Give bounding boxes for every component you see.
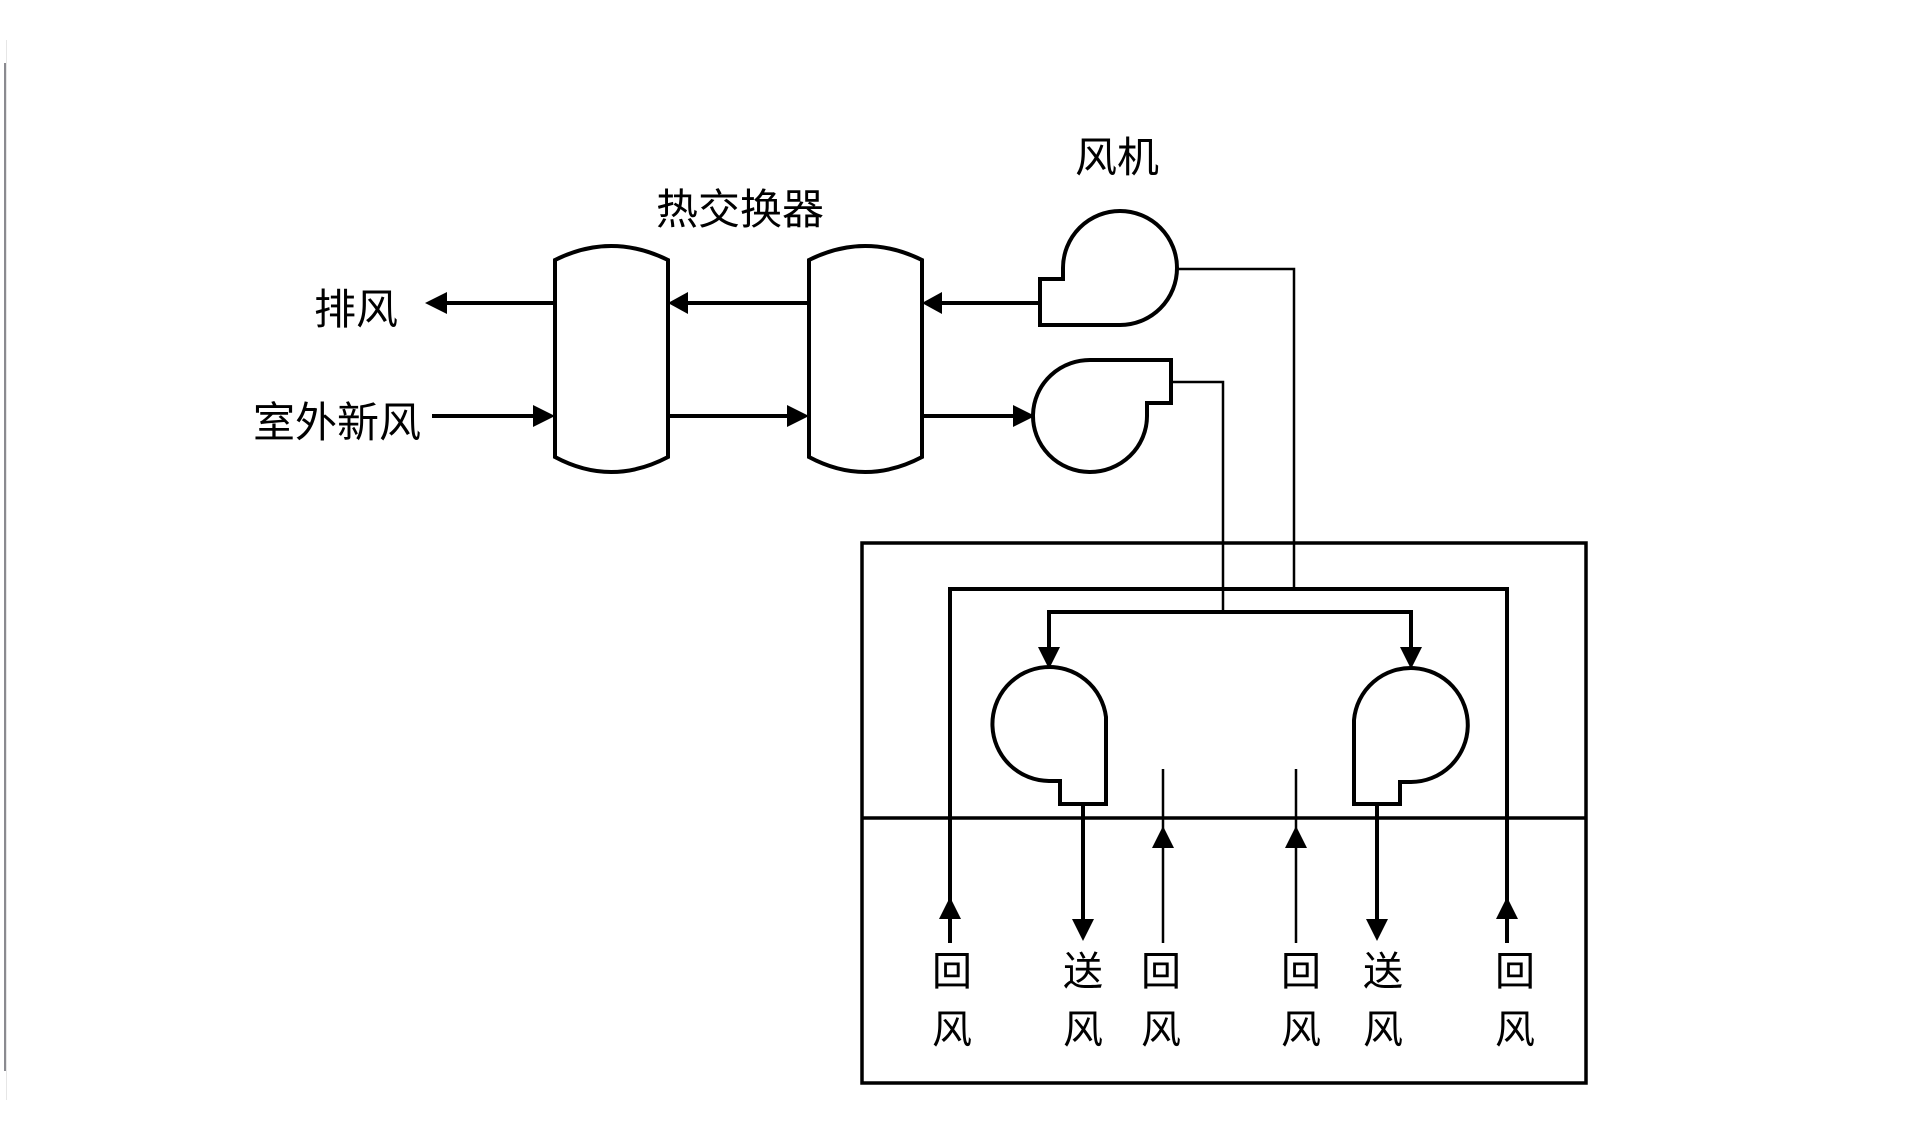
port-label-top: 回 <box>932 949 972 995</box>
page-edge-line <box>4 63 6 1071</box>
port-label: 送 风 <box>1063 949 1103 1053</box>
supply-fan-icon <box>1031 357 1173 474</box>
port-label: 回 风 <box>1141 949 1181 1053</box>
port-label-bottom: 风 <box>1141 1007 1181 1053</box>
arrow-left-icon <box>922 292 942 314</box>
return-air-loop <box>948 587 1509 943</box>
port-label-bottom: 风 <box>1363 1007 1403 1053</box>
arrow-down-icon <box>1400 647 1422 669</box>
port-label: 回 风 <box>1495 949 1535 1053</box>
port-label-bottom: 风 <box>1063 1007 1103 1053</box>
fan-label: 风机 <box>1075 133 1159 182</box>
arrow-left-icon <box>425 292 447 314</box>
exhaust-air-label: 排风 <box>314 285 398 334</box>
port-label-bottom: 风 <box>932 1007 972 1053</box>
exhaust-flow <box>425 292 1040 314</box>
arrow-up-icon <box>1496 897 1518 919</box>
port-label-top: 回 <box>1141 949 1181 995</box>
arrow-down-icon <box>1366 919 1388 941</box>
outdoor-fresh-air-label: 室外新风 <box>253 398 421 447</box>
supply-air-duct <box>1171 380 1225 612</box>
port-label-top: 回 <box>1495 949 1535 995</box>
heat-exchanger-label: 热交换器 <box>656 185 824 234</box>
exhaust-fan-icon <box>1038 209 1179 327</box>
arrow-right-icon <box>533 405 555 427</box>
arrow-down-icon <box>1038 647 1060 669</box>
port-label-top: 送 <box>1363 949 1403 995</box>
heat-exchanger-2 <box>807 244 924 474</box>
indoor-fan-left-icon <box>990 665 1108 806</box>
port-label: 送 风 <box>1363 949 1403 1053</box>
arrow-up-icon <box>1152 826 1174 848</box>
arrow-up-icon <box>1285 826 1307 848</box>
port-label: 回 风 <box>1281 949 1321 1053</box>
page-edge-line-light <box>6 40 7 1100</box>
port-label-bottom: 风 <box>1281 1007 1321 1053</box>
arrow-up-icon <box>939 897 961 919</box>
heat-exchanger-1 <box>553 244 670 474</box>
return-air-duct <box>1177 267 1296 589</box>
arrow-right-icon <box>1013 405 1035 427</box>
port-label: 回 风 <box>932 949 972 1053</box>
supply-branch <box>1047 610 1413 650</box>
port-label-top: 送 <box>1063 949 1103 995</box>
arrow-left-icon <box>668 292 688 314</box>
port-label-top: 回 <box>1281 949 1321 995</box>
port-label-bottom: 风 <box>1495 1007 1535 1053</box>
indoor-fan-right-icon <box>1352 666 1470 806</box>
fresh-air-flow <box>432 405 1035 427</box>
arrow-right-icon <box>787 405 809 427</box>
arrow-down-icon <box>1072 919 1094 941</box>
room-enclosure <box>860 541 1588 1085</box>
